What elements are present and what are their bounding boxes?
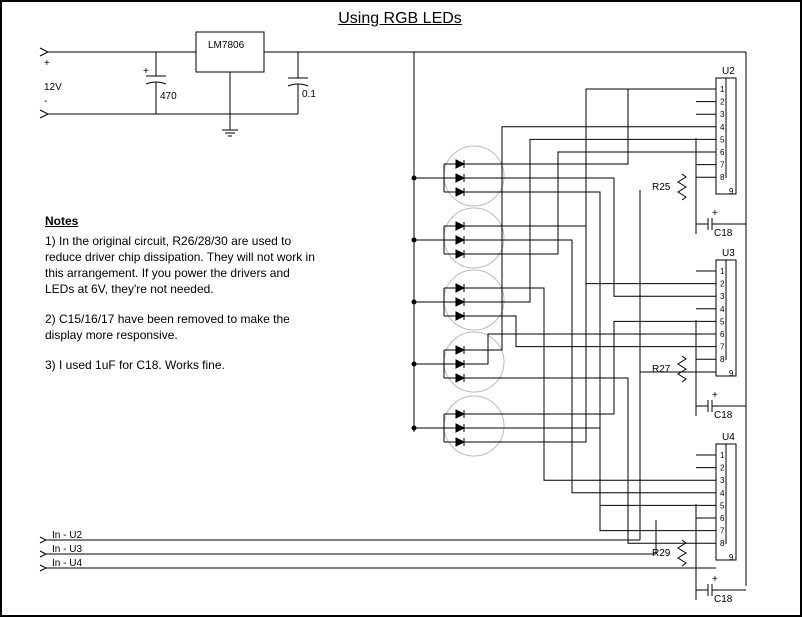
chip-u4: U4 1 2 3 4 5 6 7 89 R29 + C18 bbox=[652, 432, 746, 605]
driver-chips: U2123456789R25+C18U3123456789R27+C18U412… bbox=[652, 66, 746, 605]
cap-plus-label: + bbox=[712, 390, 718, 401]
pin-label: 3 bbox=[720, 476, 725, 485]
pin-label: 8 bbox=[720, 355, 725, 364]
cap-01-label: 0.1 bbox=[302, 89, 316, 100]
pin-label: 1 bbox=[720, 267, 725, 276]
pin-label: 9 bbox=[729, 553, 734, 562]
chip-name: U3 bbox=[722, 248, 735, 259]
pin-label: 4 bbox=[720, 305, 725, 314]
note-2: 2) C15/16/17 have been removed to make t… bbox=[45, 312, 290, 342]
cap-label: C18 bbox=[714, 228, 733, 239]
pin-label: 6 bbox=[720, 514, 725, 523]
rgb-led bbox=[411, 395, 505, 457]
regulator-label: LM7806 bbox=[208, 40, 245, 51]
note-3: 3) I used 1uF for C18. Works fine. bbox=[45, 358, 225, 372]
pin-label: 7 bbox=[720, 343, 725, 352]
cap-470-label: 470 bbox=[160, 91, 177, 102]
pin-label: 2 bbox=[720, 98, 725, 107]
pin-label: 8 bbox=[720, 173, 725, 182]
input-u4-label: In - U4 bbox=[52, 558, 82, 569]
cap-plus-label: + bbox=[712, 574, 718, 585]
voltage-label: 12V bbox=[44, 82, 62, 93]
rgb-led bbox=[411, 207, 505, 269]
pin-label: 3 bbox=[720, 292, 725, 301]
notes-section: Notes 1) In the original circuit, R26/28… bbox=[45, 213, 320, 387]
cap-plus-label: + bbox=[143, 66, 149, 77]
rgb-led bbox=[411, 269, 505, 331]
pin-label: 4 bbox=[720, 489, 725, 498]
pin-label: 4 bbox=[720, 123, 725, 132]
pin-label: 3 bbox=[720, 110, 725, 119]
cap-label: C18 bbox=[714, 410, 733, 421]
minus-label: - bbox=[44, 96, 47, 107]
chip-name: U4 bbox=[722, 432, 735, 443]
diagram-title: Using RGB LEDs bbox=[338, 10, 462, 27]
pin-label: 5 bbox=[720, 501, 725, 510]
signal-wires bbox=[480, 88, 696, 544]
pin-label: 9 bbox=[729, 187, 734, 196]
pin-label: 6 bbox=[720, 148, 725, 157]
note-1: 1) In the original circuit, R26/28/30 ar… bbox=[45, 234, 315, 296]
cap-label: C18 bbox=[714, 594, 733, 605]
pin-label: 7 bbox=[720, 527, 725, 536]
input-lines: In - U2 In - U3 In - U4 bbox=[39, 190, 716, 572]
chip-u2: U2 1 2 3 4 5 6 7 89 R25 + C18 bbox=[652, 66, 746, 239]
resistor-label: R27 bbox=[652, 364, 671, 375]
pin-label: 1 bbox=[720, 451, 725, 460]
pin-label: 5 bbox=[720, 317, 725, 326]
resistor-label: R25 bbox=[652, 182, 671, 193]
cap-plus-label: + bbox=[712, 208, 718, 219]
pin-label: 2 bbox=[720, 464, 725, 473]
pin-label: 6 bbox=[720, 330, 725, 339]
pin-label: 9 bbox=[729, 369, 734, 378]
resistor-label: R29 bbox=[652, 548, 671, 559]
rgb-led bbox=[411, 145, 505, 207]
rgb-led-group bbox=[411, 145, 505, 457]
pin-label: 1 bbox=[720, 85, 725, 94]
chip-u3: U3 1 2 3 4 5 6 7 89 R27 + C18 bbox=[652, 248, 746, 421]
power-supply: + 12V - + 470 LM7806 0.1 bbox=[39, 31, 414, 137]
input-u2-label: In - U2 bbox=[52, 530, 82, 541]
pin-label: 5 bbox=[720, 135, 725, 144]
rgb-led bbox=[411, 331, 505, 393]
pin-label: 7 bbox=[720, 161, 725, 170]
plus-label: + bbox=[44, 58, 50, 69]
input-u3-label: In - U3 bbox=[52, 544, 82, 555]
notes-heading: Notes bbox=[45, 214, 79, 228]
chip-name: U2 bbox=[722, 66, 735, 77]
pin-label: 2 bbox=[720, 280, 725, 289]
pin-label: 8 bbox=[720, 539, 725, 548]
